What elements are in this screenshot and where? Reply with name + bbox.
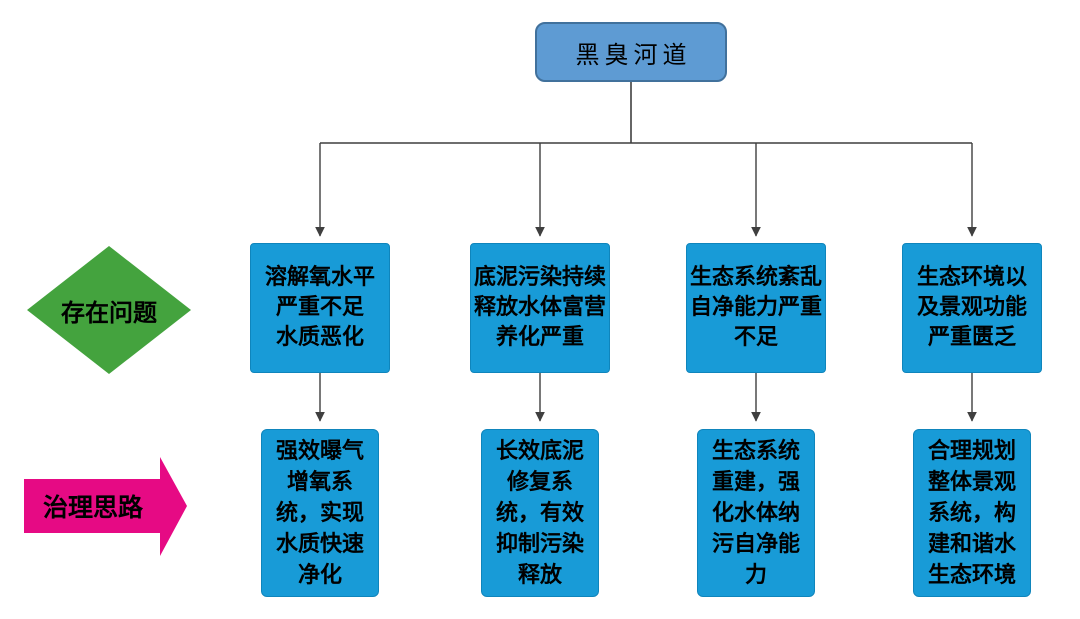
root-node: 黑臭河道 bbox=[535, 22, 727, 82]
solution-node-4: 合理规划 整体景观 系统，构 建和谐水 生态环境 bbox=[913, 429, 1031, 597]
problem-node-4: 生态环境以 及景观功能 严重匮乏 bbox=[902, 243, 1042, 373]
problem-node-2: 底泥污染持续 释放水体富营 养化严重 bbox=[470, 243, 610, 373]
solutions-stage-arrow bbox=[24, 457, 187, 556]
problem-node-1: 溶解氧水平 严重不足 水质恶化 bbox=[250, 243, 390, 373]
solution-node-2: 长效底泥 修复系 统，有效 抑制污染 释放 bbox=[481, 429, 599, 597]
problems-stage-diamond bbox=[27, 246, 191, 374]
solutions-stage-label: 治理思路 bbox=[42, 493, 143, 522]
problems-stage-label: 存在问题 bbox=[61, 298, 157, 327]
solution-node-3: 生态系统 重建，强 化水体纳 污自净能 力 bbox=[697, 429, 815, 597]
solution-node-1: 强效曝气 增氧系 统，实现 水质快速 净化 bbox=[261, 429, 379, 597]
problem-node-3: 生态系统紊乱 自净能力严重 不足 bbox=[686, 243, 826, 373]
